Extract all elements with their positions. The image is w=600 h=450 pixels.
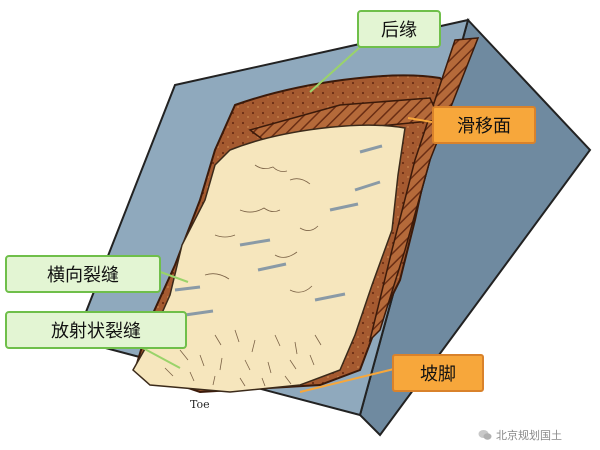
wechat-icon <box>478 429 492 441</box>
toe-label: 坡脚 <box>392 354 484 392</box>
slip-surface-text: 滑移面 <box>457 116 511 137</box>
slip-surface <box>368 37 480 343</box>
watermark: 北京规划国土 <box>478 426 562 444</box>
radial-cracks-label: 放射状裂缝 <box>5 311 187 349</box>
watermark-text: 北京规划国土 <box>496 429 562 442</box>
crack-texture <box>164 164 322 387</box>
leader-lines-orange <box>299 117 433 393</box>
toe-en-label: Toe <box>190 398 210 411</box>
back-edge-text: 后缘 <box>381 20 417 41</box>
slip-surface-label: 滑移面 <box>432 106 536 144</box>
radial-cracks-text: 放射状裂缝 <box>51 321 141 342</box>
transverse-cracks-label: 横向裂缝 <box>5 255 161 293</box>
transverse-cracks <box>174 144 383 317</box>
back-edge-label: 后缘 <box>357 10 441 48</box>
transverse-cracks-text: 横向裂缝 <box>47 265 119 286</box>
toe-text: 坡脚 <box>420 364 456 385</box>
